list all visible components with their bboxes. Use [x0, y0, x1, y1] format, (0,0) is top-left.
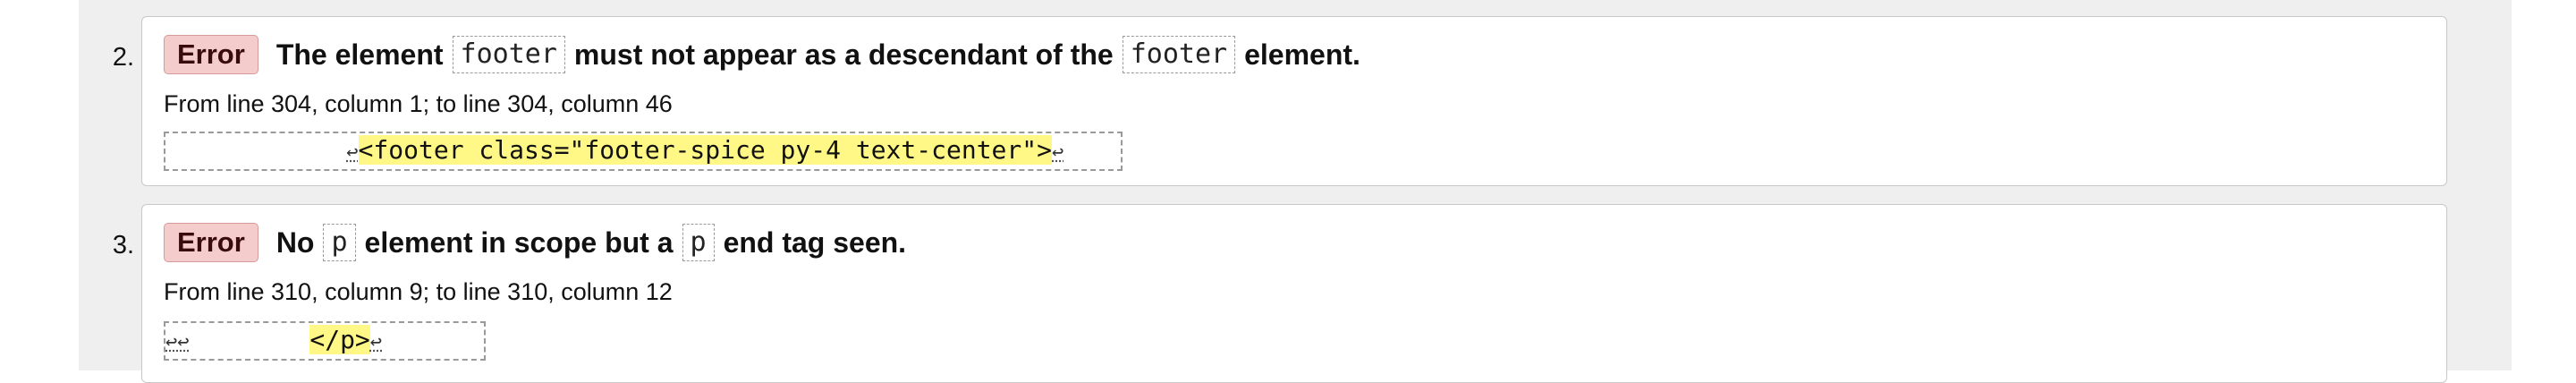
message-headline: Error No p element in scope but a p end …: [164, 223, 906, 262]
message-text: end tag seen.: [723, 226, 907, 259]
code-extract: ↩↩ </p>↩: [164, 321, 486, 361]
element-code: p: [682, 224, 715, 261]
message-text: The element: [275, 38, 444, 71]
message-number: 2.: [112, 43, 134, 72]
location-link[interactable]: From line 310, column 9; to line 310, co…: [164, 278, 673, 305]
message-item: Error No p element in scope but a p end …: [141, 204, 2447, 383]
extract-text: <: [1063, 135, 1121, 165]
message-text: element.: [1244, 38, 1360, 71]
message-text: element in scope but a: [364, 226, 674, 259]
message-number: 3.: [112, 231, 134, 260]
error-badge: Error: [164, 223, 258, 262]
element-code: footer: [452, 36, 565, 73]
error-badge: Error: [164, 35, 258, 74]
message-text: must not appear as a descendant of the: [573, 38, 1114, 71]
element-code: p: [323, 224, 356, 261]
extract-text: [190, 325, 310, 354]
line-break-icon: ↩: [346, 141, 359, 164]
location-link[interactable]: From line 304, column 1; to line 304, co…: [164, 90, 673, 117]
message-headline: Error The element footer must not appear…: [164, 35, 1360, 74]
code-extract: ↩<footer class="footer-spice py-4 text-c…: [164, 132, 1123, 171]
message-item: Error The element footer must not appear…: [141, 16, 2447, 186]
extract-highlight: </p>: [309, 325, 370, 354]
line-break-icon: ↩: [369, 331, 383, 353]
element-code: footer: [1122, 36, 1236, 73]
extract-highlight: <footer class="footer-spice py-4 text-ce…: [358, 135, 1052, 165]
line-break-icon: ↩↩: [165, 331, 190, 353]
message-text: No: [275, 226, 315, 259]
extract-text: [165, 135, 346, 165]
line-break-icon: ↩: [1052, 141, 1064, 164]
